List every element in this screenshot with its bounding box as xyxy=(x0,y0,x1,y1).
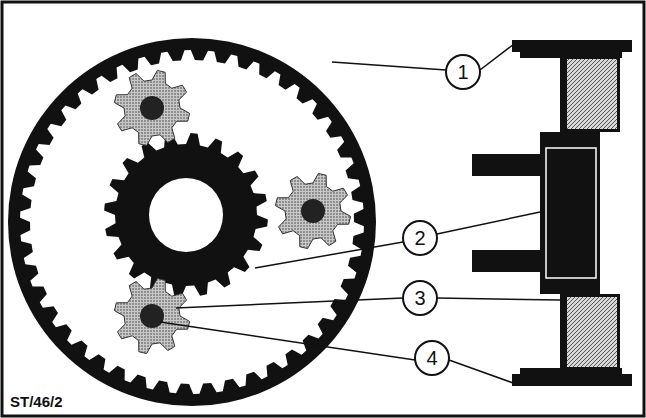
sun-gear-bore xyxy=(149,178,223,252)
callout-number: 1 xyxy=(457,62,468,82)
planet-pin xyxy=(301,199,325,223)
planet-gear xyxy=(114,278,189,353)
planet-gear xyxy=(275,173,350,248)
sun-gear xyxy=(104,133,268,297)
callouts xyxy=(403,55,480,375)
planet-gear xyxy=(114,70,189,145)
callout-number: 2 xyxy=(414,228,425,248)
planet-pin xyxy=(140,304,164,328)
front-view xyxy=(8,38,376,406)
callout-number: 3 xyxy=(414,288,425,308)
side-section xyxy=(472,40,632,386)
ring-gear xyxy=(8,38,376,406)
planet-pin xyxy=(140,96,164,120)
figure-code: ST/46/2 xyxy=(10,394,63,409)
leader-lines xyxy=(160,44,560,384)
callout-number: 4 xyxy=(426,348,437,368)
ring-gear-teeth xyxy=(20,50,364,394)
